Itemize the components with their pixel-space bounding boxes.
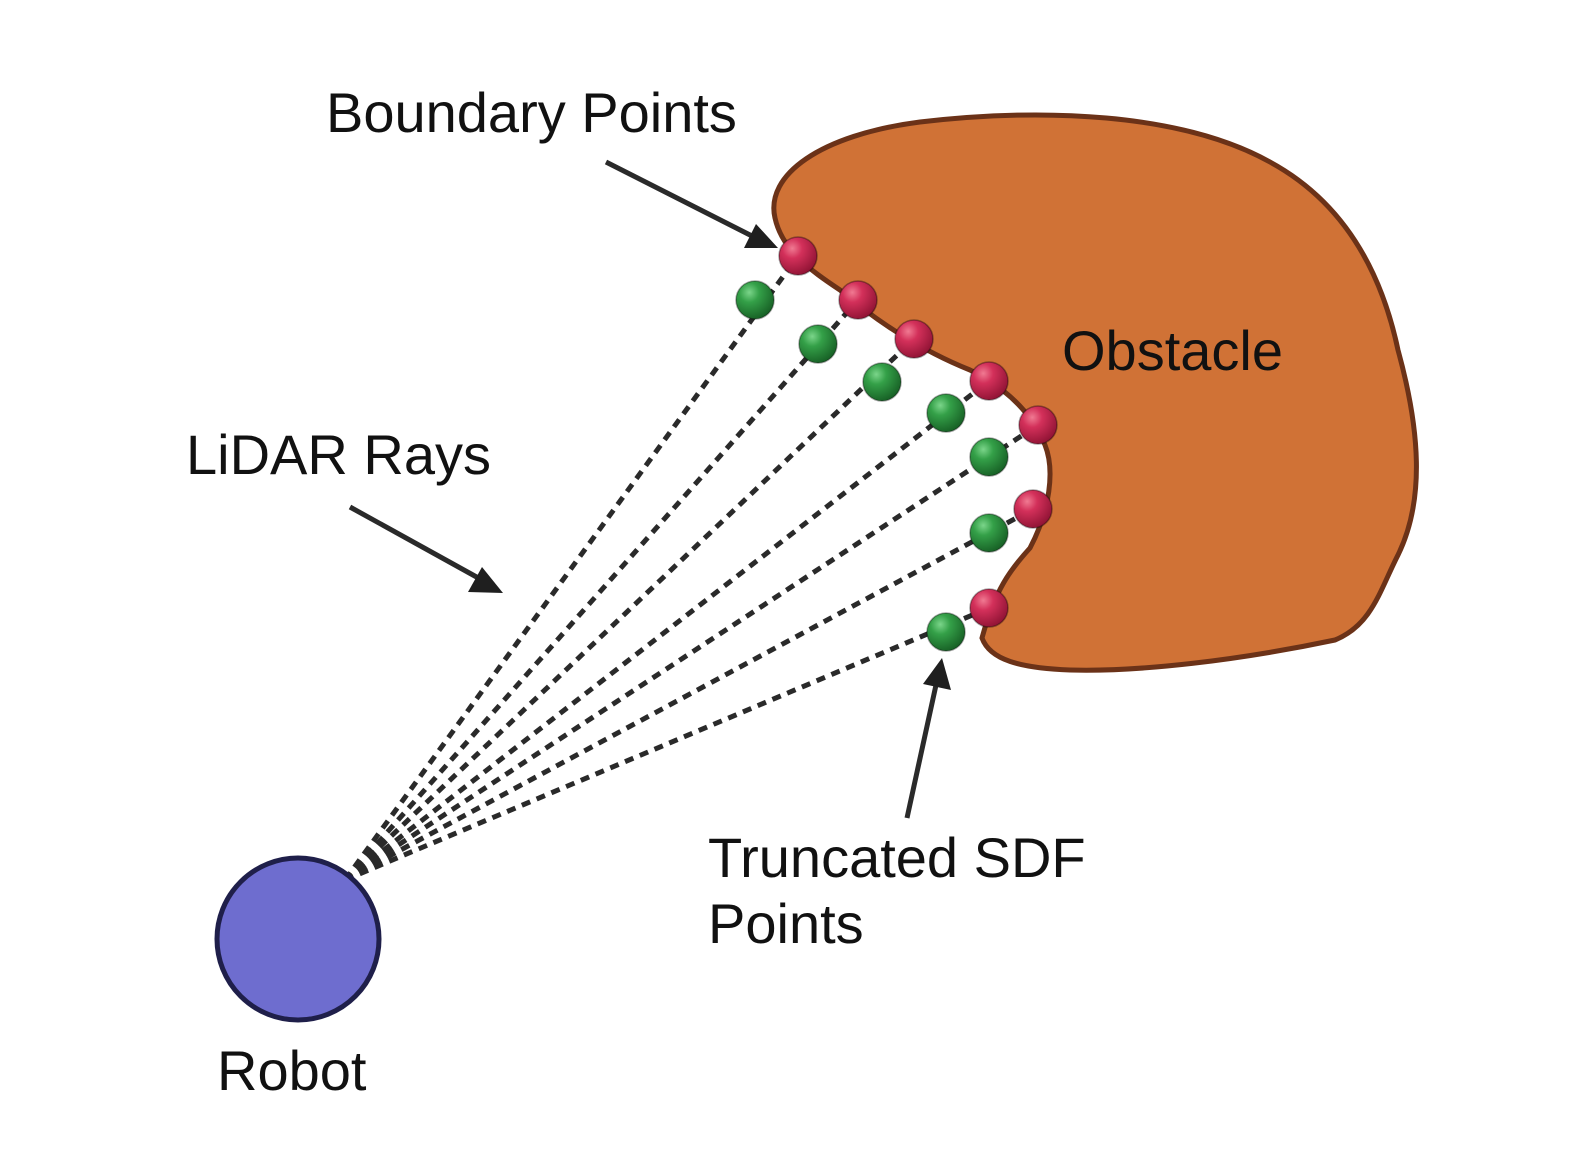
boundary-points-arrow <box>604 159 778 248</box>
boundary-point <box>838 280 878 320</box>
lidar-ray <box>343 298 860 882</box>
boundary-point <box>894 319 934 359</box>
lidar-ray <box>343 379 991 882</box>
boundary-point <box>969 588 1009 628</box>
lidar-ray <box>344 605 990 883</box>
boundary-points-label: Boundary Points <box>326 81 737 144</box>
boundary-point <box>778 236 818 276</box>
truncated-sdf-point <box>798 324 838 364</box>
boundary-point <box>1018 405 1058 445</box>
lidar-rays-label: LiDAR Rays <box>186 423 491 486</box>
truncated-sdf-point <box>969 513 1009 553</box>
lidar-ray <box>342 254 801 882</box>
boundary-points <box>778 236 1058 628</box>
truncated-sdf-point <box>926 393 966 433</box>
truncated-sdf-points <box>735 280 1009 652</box>
truncated-sdf-label-line1: Truncated SDF <box>708 826 1086 889</box>
lidar-ray <box>343 422 1040 883</box>
robot-body <box>214 855 382 1023</box>
truncated-sdf-point <box>926 612 966 652</box>
boundary-point <box>969 361 1009 401</box>
boundary-point <box>1013 489 1053 529</box>
lidar-rays-arrow <box>348 504 503 593</box>
truncated-sdf-point <box>862 362 902 402</box>
obstacle-label: Obstacle <box>1062 319 1283 382</box>
truncated-sdf-point <box>735 280 775 320</box>
truncated-sdf-arrow <box>904 658 951 819</box>
lidar-rays <box>342 254 1040 883</box>
truncated-sdf-point <box>969 437 1009 477</box>
lidar-ray <box>343 337 916 882</box>
truncated-sdf-label-line2: Points <box>708 892 864 955</box>
robot-label: Robot <box>217 1039 367 1102</box>
lidar-ray <box>343 506 1035 883</box>
